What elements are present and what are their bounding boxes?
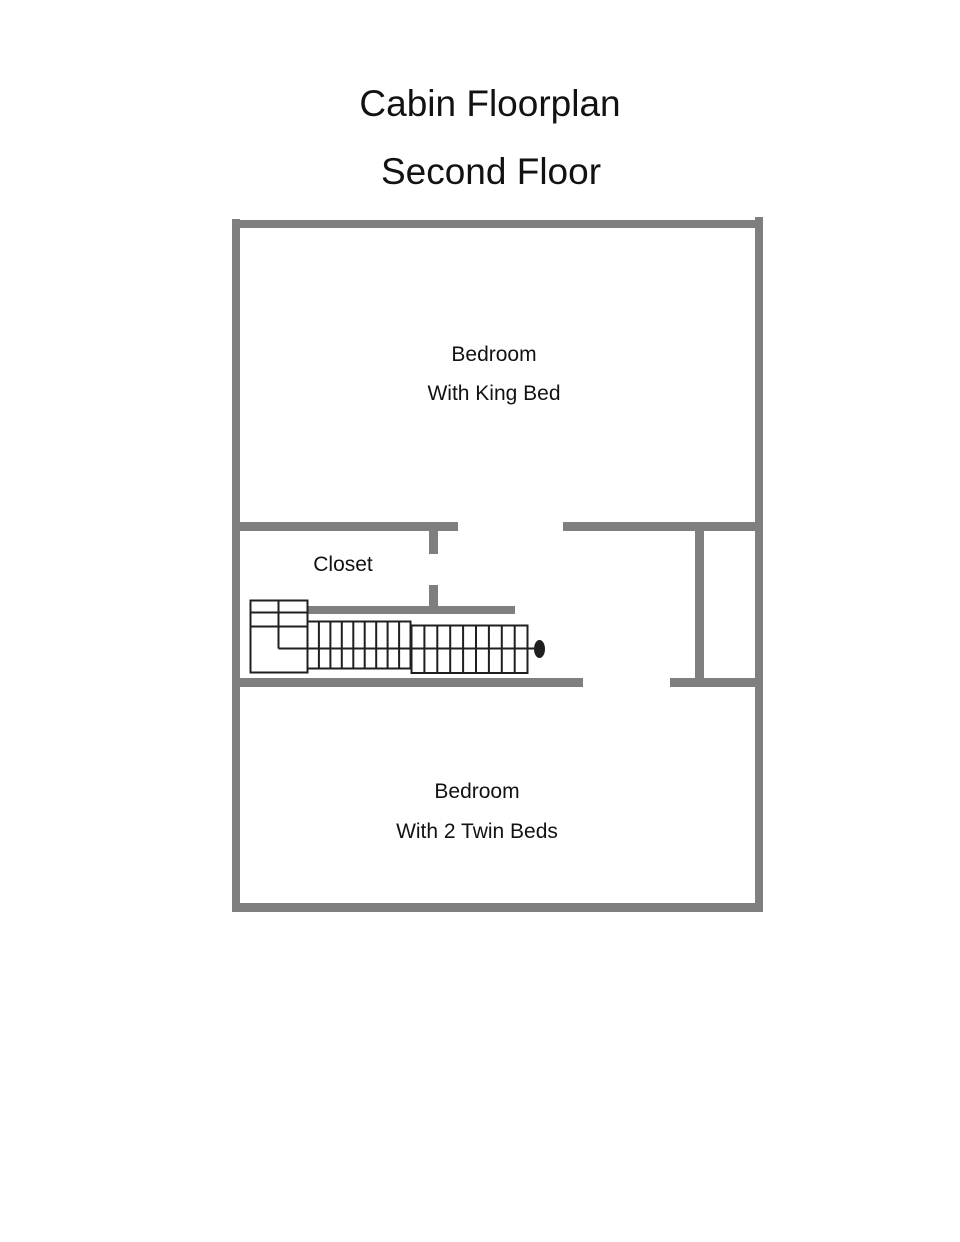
closet-label: Closet [313, 553, 373, 576]
wall-right-vertical [695, 531, 704, 687]
king-bedroom-label-line2: With King Bed [427, 382, 561, 405]
outer-walls [232, 217, 763, 912]
twin-bedroom-label-line1: Bedroom [434, 780, 520, 803]
stair-landing-dividers [250, 600, 308, 649]
page-subtitle: Second Floor [380, 151, 602, 192]
wall-mid-upper-right [563, 522, 763, 531]
twin-bedroom-label-line2: With 2 Twin Beds [396, 820, 558, 843]
wall-outer-top [232, 220, 763, 228]
wall-closet-stub-upper [429, 531, 438, 554]
wall-mid-lower-right [670, 678, 763, 687]
wall-stair-side [308, 606, 515, 614]
page-title: Cabin Floorplan [359, 83, 621, 124]
interior-walls [232, 522, 763, 687]
wall-outer-bottom [232, 903, 763, 912]
king-bedroom-label-line1: Bedroom [451, 343, 537, 366]
wall-mid-lower-left [232, 678, 583, 687]
staircase [249, 599, 545, 674]
wall-outer-left [232, 219, 240, 912]
wall-mid-upper-left [232, 522, 458, 531]
wall-outer-right [755, 217, 763, 912]
stair-flight-upper-box [306, 620, 412, 670]
stair-flight-upper-treads [317, 621, 401, 669]
wall-closet-stub-lower [429, 585, 438, 607]
stair-end-dot-icon [534, 640, 545, 658]
